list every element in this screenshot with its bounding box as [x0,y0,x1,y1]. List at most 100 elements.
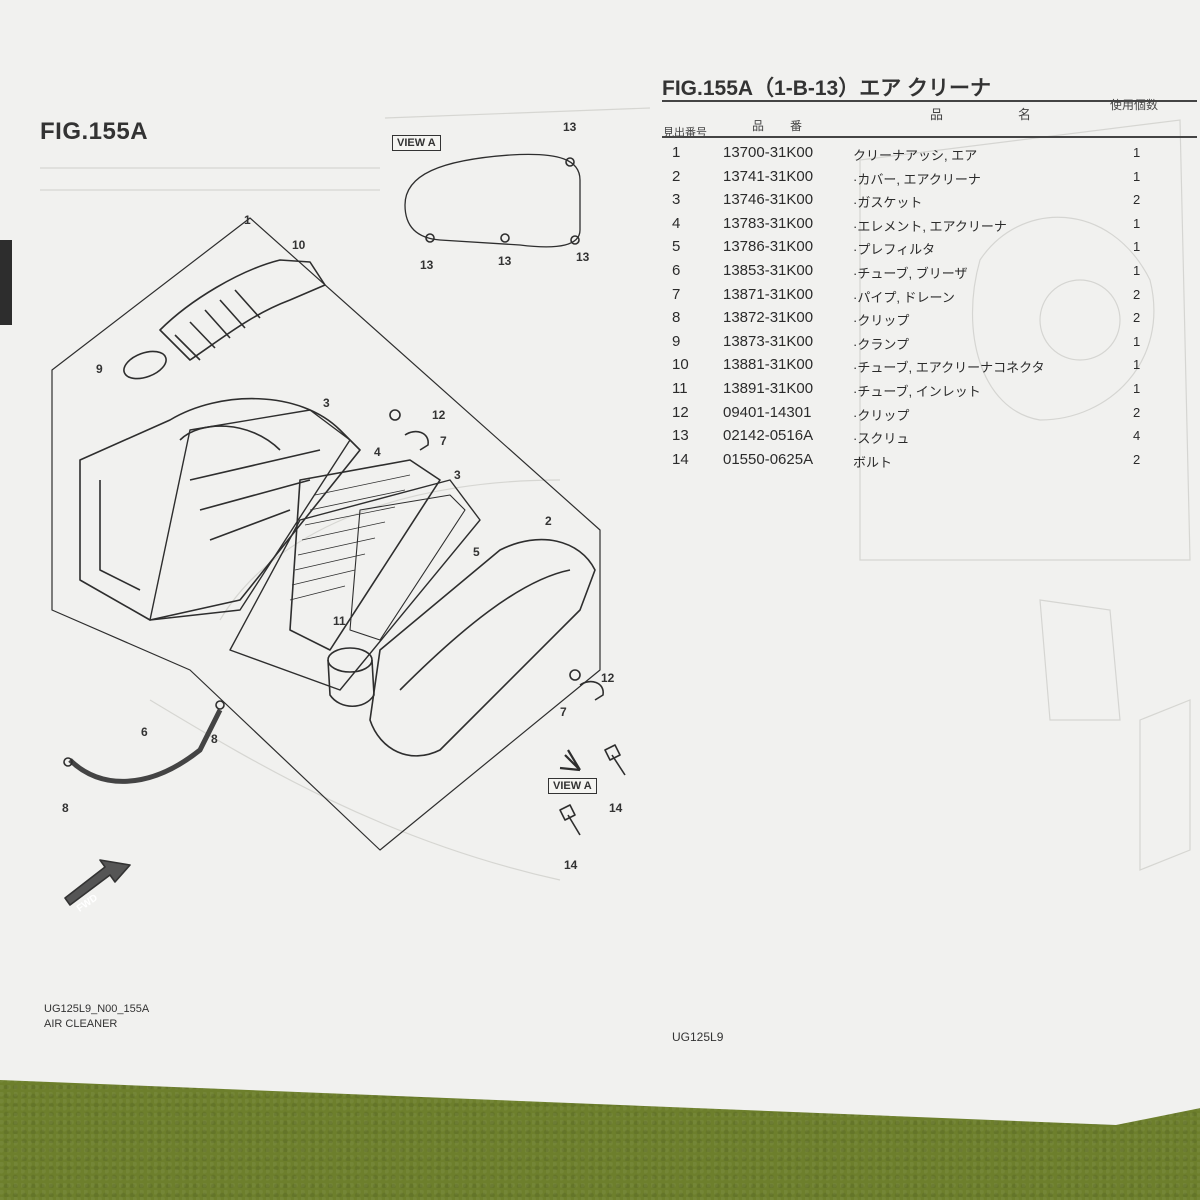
bolt-b [559,804,581,836]
callout-4: 4 [374,445,381,459]
part-name: ·チューブ, ブリーザ [853,266,968,281]
ref-number: 9 [672,332,681,350]
part-number: 13741-31K00 [723,167,814,185]
callout-8b: 8 [62,801,69,815]
part-number: 13853-31K00 [723,262,814,279]
exploded-diagram [51,153,626,906]
callout-12b: 12 [601,671,615,685]
clip-upper [389,409,401,421]
ref-number: 4 [672,214,681,232]
callout-13c: 13 [498,254,512,268]
callout-13d: 13 [576,250,590,264]
footer-figure-code: UG125L9_N00_155A [44,1003,150,1015]
part-name: ·カバー, エアクリーナ [853,171,981,187]
quantity: 2 [1133,286,1141,302]
table-row: 2 13741-31K00 ·カバー, エアクリーナ 1 [668,168,1168,190]
quantity: 2 [1133,451,1141,467]
part-number: 13871-31K00 [723,285,814,303]
callout-10: 10 [292,238,306,252]
bolt-a [604,744,626,776]
footer-model: UG125L9 [672,1030,724,1044]
ref-number: 8 [672,309,681,327]
figure-title-right: FIG.155A（1-B-13）エア クリーナ [662,77,992,100]
part-number: 13881-31K00 [723,356,814,374]
column-header-name-b: 名 [1018,107,1032,122]
callout-11: 11 [333,614,346,628]
clip-lower [569,669,581,681]
callout-3b: 3 [454,468,461,482]
part-number: 13891-31K00 [723,380,814,397]
callout-12a: 12 [432,408,446,422]
quantity: 2 [1133,192,1141,208]
gasket-upper [149,409,351,621]
table-row: 7 13871-31K00 ·パイプ, ドレーン 2 [668,286,1168,308]
prefilter [349,494,466,641]
page-edge-tab [0,240,12,325]
ref-number: 13 [672,427,689,445]
callout-14b: 14 [564,858,578,872]
ref-number: 2 [672,167,681,185]
part-number: 01550-0625A [723,450,814,468]
cover [369,538,596,757]
quantity: 1 [1133,239,1141,255]
clip-8b [63,757,73,767]
intake-tube [159,259,326,361]
part-name: ·チューブ, エアクリーナコネクタ [853,360,1045,376]
column-header-qty: 使用個数 [1110,98,1159,112]
ref-number: 7 [672,285,681,303]
quantity: 1 [1133,168,1141,184]
ref-number: 1 [672,144,681,161]
ref-number: 11 [672,380,688,397]
part-number: 13700-31K00 [723,144,814,161]
part-name: ·エレメント, エアクリーナ [853,218,1007,234]
quantity: 1 [1133,333,1141,349]
ref-number: 6 [672,262,681,279]
filter-element [289,459,441,651]
table-header-rule [662,136,1197,138]
column-header-name-a: 品 [930,107,944,122]
view-direction-arrow [559,749,581,772]
ref-number: 10 [672,356,689,374]
ref-number: 14 [672,450,689,468]
callout-7b: 7 [560,705,567,719]
gasket-lower [229,479,481,691]
part-number: 13872-31K00 [723,309,814,327]
callout-7a: 7 [440,434,447,448]
callout-2: 2 [545,514,552,528]
quantity: 1 [1133,145,1141,160]
fwd-arrow [64,859,131,906]
callout-3a: 3 [323,396,330,410]
parts-catalog-page: FIG.155A FIG.155A（1-B-13）エア クリーナ 使用個数 品 … [0,0,1200,1125]
view-a-gasket [404,153,581,248]
part-number: 13786-31K00 [723,238,814,256]
part-number: 13873-31K00 [723,332,814,350]
clip-8a [215,700,225,710]
part-name: ·ガスケット [853,195,923,211]
assembly-boundary [51,217,601,851]
callout-9: 9 [96,362,103,376]
part-name: ·クリップ [853,407,910,423]
drain-pipe-upper [404,430,429,451]
quantity: 4 [1133,428,1141,444]
part-number: 02142-0516A [723,427,814,445]
part-name: ·パイプ, ドレーン [853,289,955,305]
part-name: ·クリップ [853,313,910,329]
part-number: 09401-14301 [723,403,812,421]
part-name: ·プレフィルタ [853,242,936,258]
callout-14a: 14 [609,801,623,815]
footer-figure-name: AIR CLEANER [44,1018,118,1030]
callout-13a: 13 [563,120,577,134]
view-a-label-bottom: VIEW A [548,778,597,794]
quantity: 2 [1133,404,1141,420]
quantity: 1 [1133,357,1141,373]
part-name: ·クランプ [853,336,909,352]
